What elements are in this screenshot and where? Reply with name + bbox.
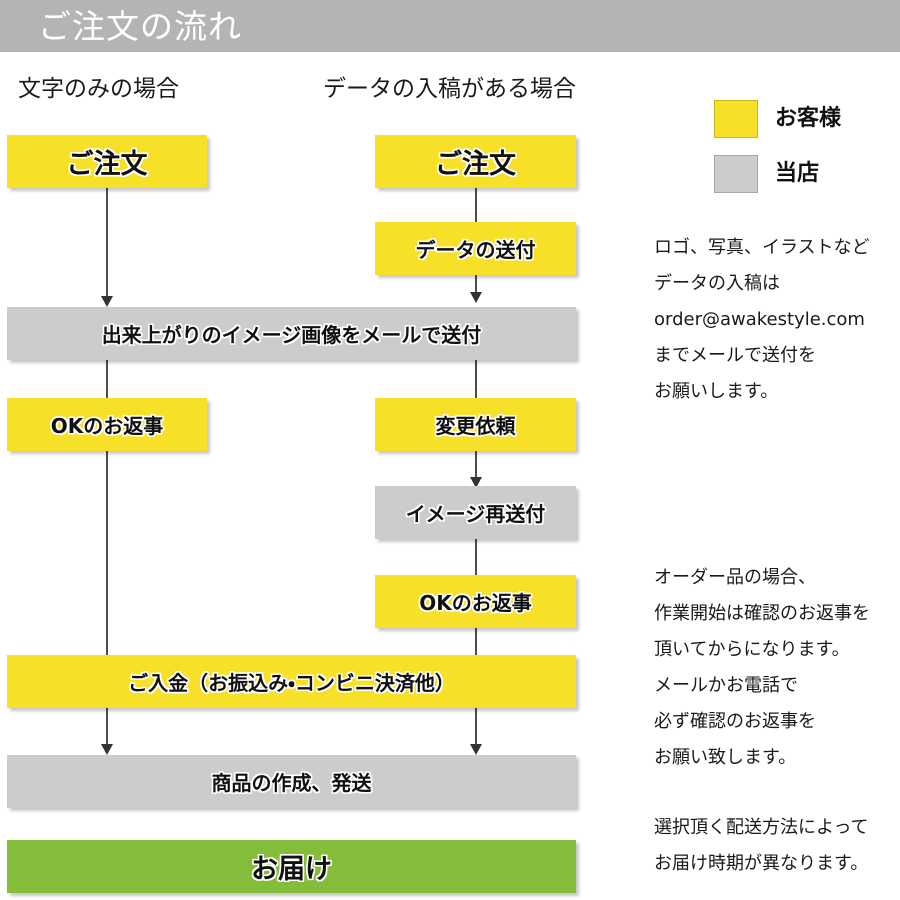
note-data-submission-line4: までメールで送付を: [654, 345, 816, 366]
connector-right-ok-to-payment: [475, 628, 477, 655]
note-shipping-line1: 選択頂く配送方法によって: [654, 817, 869, 838]
flow-box-shared-payment-label: ご入金（お振込み・コンビニ決済他）: [128, 671, 455, 695]
header-banner: ご注文の流れ: [0, 0, 900, 52]
flow-box-left-ok-reply[interactable]: OKのお返事: [7, 398, 207, 451]
connector-right-change-to-resend: [475, 451, 477, 484]
flow-box-right-data-submission[interactable]: データの送付: [375, 222, 576, 275]
note-order-confirmation-line5: 必ず確認のお返事を: [654, 711, 816, 732]
connector-left-order-to-image: [106, 188, 108, 296]
connector-left-ok-to-payment: [106, 451, 108, 655]
arrowhead-left-order-to-image: [101, 296, 113, 307]
email-address-link[interactable]: order@awakestyle.com: [654, 309, 865, 330]
flow-box-left-ok-reply-label: OKのお返事: [50, 414, 164, 438]
legend-label-store: 当店: [775, 161, 820, 186]
flow-box-right-data-submission-label: データの送付: [415, 238, 536, 262]
connector-right-resend-to-ok: [475, 539, 477, 577]
flow-box-shared-image-email[interactable]: 出来上がりのイメージ画像をメールで送付: [7, 307, 576, 360]
note-order-confirmation-line2: 作業開始は確認のお返事を: [654, 603, 870, 624]
note-order-confirmation-line1: オーダー品の場合、: [654, 567, 816, 588]
connector-left-image-to-ok: [106, 360, 108, 398]
connector-right-order-to-data: [475, 188, 477, 224]
legend-label-customer: お客様: [775, 106, 842, 131]
connector-right-payment-to-production: [475, 708, 477, 750]
note-order-confirmation-line3: 頂いてからになります。: [654, 639, 850, 660]
flow-box-shared-delivery-label: お届け: [251, 854, 332, 885]
note-shipping-line2: お届け時期が異なります。: [654, 853, 869, 874]
flow-box-right-image-resend-label: イメージ再送付: [405, 502, 546, 526]
flow-box-right-change-request-label: 変更依頼: [435, 414, 516, 438]
flow-box-shared-production-shipping-label: 商品の作成、発送: [211, 771, 372, 795]
connector-left-payment-to-production: [106, 708, 108, 750]
note-order-confirmation-line6: お願い致します。: [654, 747, 797, 768]
legend-swatch-store: [714, 155, 758, 193]
arrowhead-right-payment-to-production: [470, 744, 482, 755]
flow-box-shared-image-email-label: 出来上がりのイメージ画像をメールで送付: [101, 323, 482, 347]
flow-box-right-change-request[interactable]: 変更依頼: [375, 398, 576, 451]
arrowhead-left-payment-to-production: [101, 744, 113, 755]
column-header-with-data: データの入稿がある場合: [323, 76, 576, 102]
page-title: ご注文の流れ: [38, 7, 242, 46]
flow-box-right-image-resend[interactable]: イメージ再送付: [375, 486, 576, 539]
arrowhead-right-change-to-resend: [470, 477, 482, 488]
connector-right-data-to-image: [475, 275, 477, 296]
note-data-submission-line5: お願いします。: [654, 381, 779, 402]
note-data-submission-line2: データの入稿は: [654, 273, 780, 294]
flow-box-shared-production-shipping[interactable]: 商品の作成、発送: [7, 755, 576, 808]
legend-swatch-customer: [714, 100, 758, 138]
connector-right-image-to-change: [475, 360, 477, 398]
flow-box-right-ok-reply[interactable]: OKのお返事: [375, 575, 576, 628]
arrowhead-right-data-to-image: [470, 292, 482, 303]
note-order-confirmation-line4: メールかお電話で: [654, 675, 798, 696]
flow-box-right-order[interactable]: ご注文: [375, 135, 576, 188]
note-data-submission-line1: ロゴ、写真、イラストなど: [654, 237, 870, 258]
column-header-text-only: 文字のみの場合: [18, 76, 179, 102]
flow-box-shared-payment[interactable]: ご入金（お振込み・コンビニ決済他）: [7, 655, 576, 708]
flow-box-left-order[interactable]: ご注文: [7, 135, 207, 188]
flow-box-shared-delivery[interactable]: お届け: [7, 840, 576, 893]
flow-box-left-order-label: ご注文: [66, 149, 148, 180]
flow-box-right-order-label: ご注文: [435, 149, 516, 180]
flow-box-right-ok-reply-label: OKのお返事: [419, 591, 532, 615]
